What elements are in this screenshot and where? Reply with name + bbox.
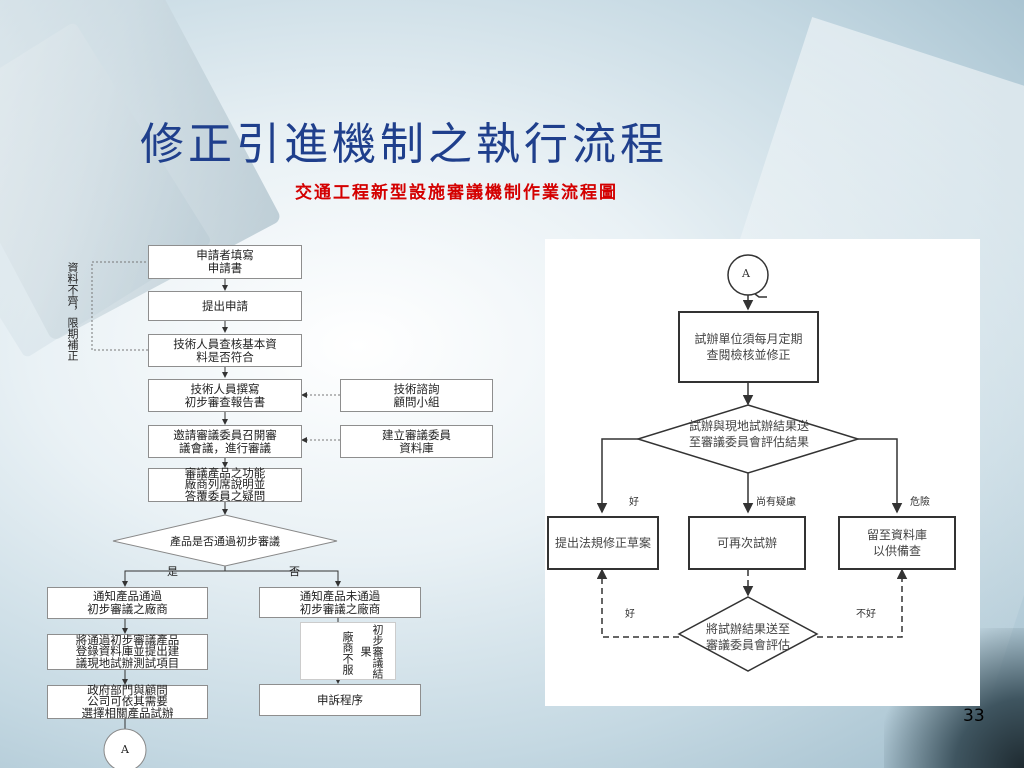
label-good-bottom: 好 [625, 609, 635, 620]
appeal-note-col2: 廠商不服 [341, 631, 354, 675]
flow-retry-trial: 可再次試辦 [688, 516, 806, 570]
right-flowchart-panel: A 試辦單位須每月定期 查閱檢核並修正 試辦與現地試辦結果送 至審議委員會評估結… [545, 239, 980, 706]
flow-step-write-report: 技術人員撰寫 初步審查報告書 [148, 379, 302, 412]
incomplete-data-note: 資料不齊，限期補正 [66, 262, 79, 361]
yes-label: 是 [167, 565, 178, 578]
flow-step-convene-meeting: 邀請審議委員召開審 議會議，進行審議 [148, 425, 302, 458]
flow-step-submit-application: 提出申請 [148, 291, 302, 321]
label-doubt: 尚有疑慮 [756, 497, 796, 508]
flow-notify-fail: 通知產品未通過 初步審議之廠商 [259, 587, 421, 618]
label-good: 好 [629, 497, 639, 508]
flow-monthly-review: 試辦單位須每月定期 查閱檢核並修正 [678, 311, 819, 383]
flow-government-selection: 政府部門與顧問 公司可依其需要 選擇相關產品試辦 [47, 684, 208, 719]
flow-step-review-function: 審議產品之功能 廠商列席說明並 答覆委員之疑問 [148, 467, 302, 502]
flow-result-decision: 試辦與現地試辦結果送 至審議委員會評估結果 [688, 419, 809, 449]
flow-appeal-note: 廠商不服 初步審議結果 [300, 622, 396, 680]
slide-subtitle: 交通工程新型設施審議機制作業流程圖 [295, 183, 618, 203]
flow-revise-regulation: 提出法規修正草案 [547, 516, 659, 570]
flow-register-database: 將通過初步審議產品 登錄資料庫並提出建 議現地試辦測試項目 [47, 634, 208, 670]
flow-appeal-procedure: 申訴程序 [259, 684, 421, 716]
page-number: 33 [963, 706, 985, 726]
flow-decision-label: 產品是否通過初步審議 [170, 535, 280, 548]
flow-step-fill-application: 申請者填寫 申請書 [148, 245, 302, 279]
slide-title: 修正引進機制之執行流程 [140, 119, 668, 170]
flow-archive-database: 留至資料庫 以供備查 [838, 516, 956, 570]
connector-a-left: A [121, 743, 129, 756]
flow-consult-group: 技術諮詢 顧問小組 [340, 379, 493, 412]
connector-a-right: A [742, 267, 750, 280]
flow-notify-pass: 通知產品通過 初步審議之廠商 [47, 587, 208, 619]
appeal-note-col1: 初步審議結果 [359, 623, 384, 679]
no-label: 否 [289, 565, 300, 578]
flow-evaluate-results: 將試辦結果送至 審議委員會評估 [705, 622, 790, 652]
right-flowchart-connectors [596, 254, 908, 672]
flow-step-verify-data: 技術人員查核基本資 料是否符合 [148, 334, 302, 367]
label-danger: 危險 [910, 497, 930, 508]
flow-committee-database: 建立審議委員 資料庫 [340, 425, 493, 458]
label-bad-bottom: 不好 [856, 609, 876, 620]
